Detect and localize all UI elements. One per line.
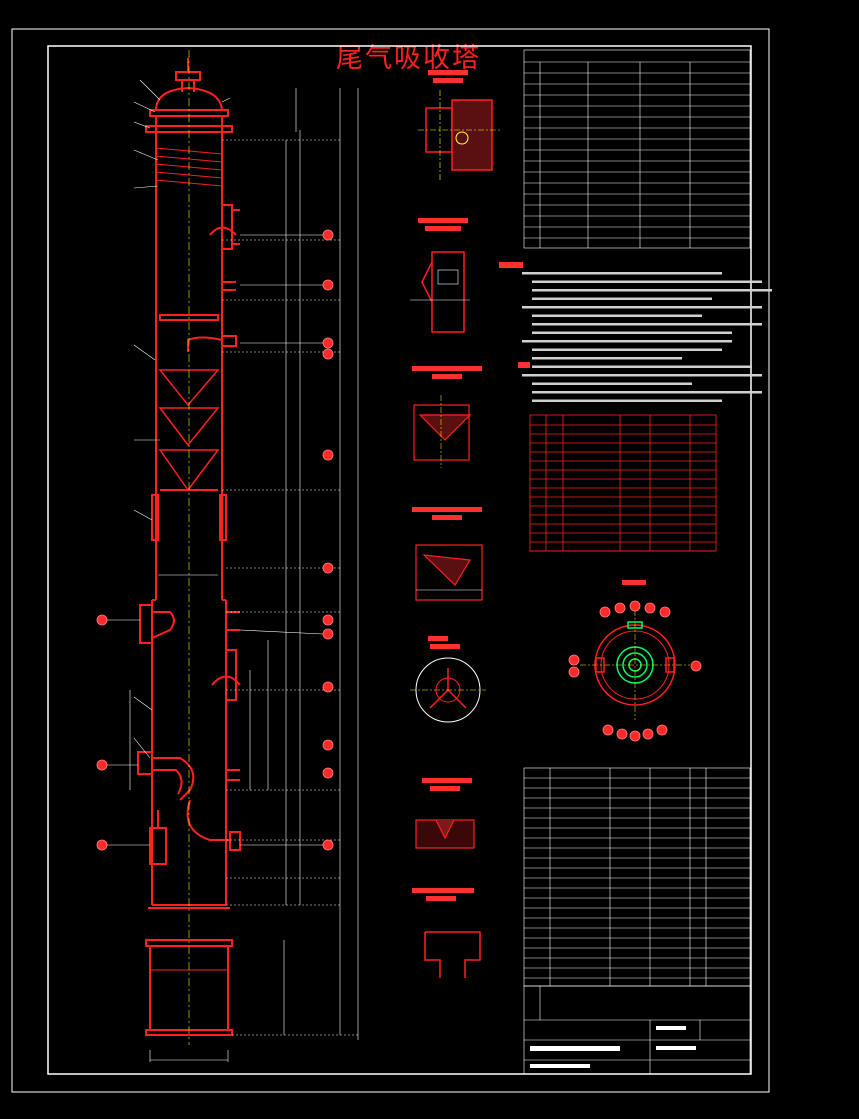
detail-view-1	[418, 90, 500, 180]
note-line	[532, 382, 692, 385]
note-line	[532, 348, 722, 351]
note-line	[522, 272, 722, 275]
plan-view-bubbles	[568, 600, 702, 742]
detail-view-5	[415, 819, 475, 849]
note-line	[522, 306, 762, 309]
detail-view-3	[413, 395, 472, 468]
detail-view-4	[415, 544, 483, 601]
title-block	[523, 985, 751, 1075]
note-line	[532, 391, 762, 394]
inner-frame	[47, 45, 752, 1075]
parts-list-table	[523, 767, 751, 987]
leader-lines	[133, 79, 231, 759]
note-line	[532, 331, 732, 334]
section-view-b-b	[410, 657, 486, 723]
note-line	[532, 365, 752, 368]
technical-spec-table	[523, 49, 751, 249]
nozzle-tag-bubbles	[96, 229, 334, 851]
detail-captions	[412, 70, 482, 901]
note-line	[532, 357, 682, 360]
note-line	[522, 340, 732, 343]
detail-view-2	[410, 251, 470, 333]
note-line	[532, 323, 762, 326]
outer-frame	[11, 28, 770, 1093]
note-line	[522, 374, 762, 377]
note-line	[532, 399, 722, 402]
drawing-title: 尾气吸收塔	[336, 43, 481, 74]
note-line	[532, 297, 712, 300]
note-line	[532, 289, 772, 292]
plan-view	[580, 610, 690, 720]
note-line	[532, 314, 702, 317]
technical-notes	[522, 272, 772, 402]
note-line	[532, 280, 762, 283]
nozzle-table	[529, 414, 717, 552]
dimension-lines	[129, 88, 359, 1062]
detail-view-6	[424, 931, 481, 978]
absorption-tower	[137, 58, 241, 1036]
